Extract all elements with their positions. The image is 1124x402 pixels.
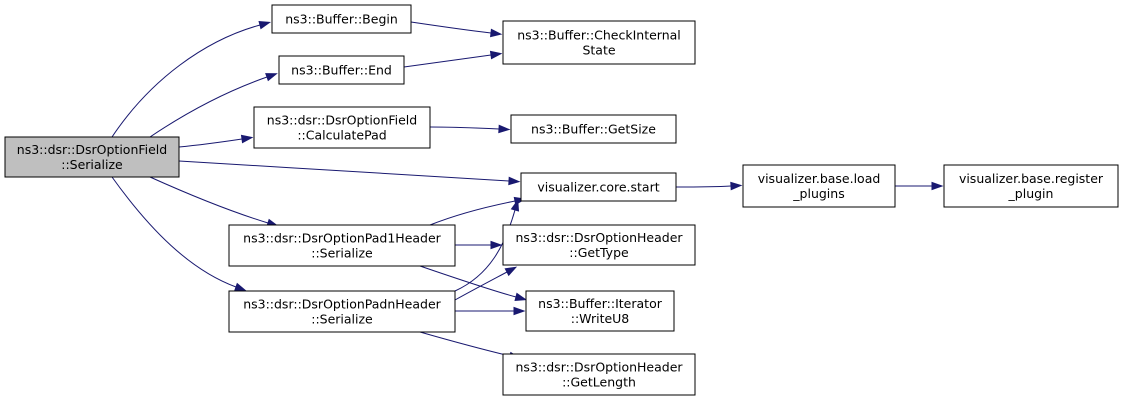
- node-label-line: visualizer.base.register: [959, 171, 1104, 186]
- node-box: [271, 4, 412, 34]
- node-label-line: ns3::dsr::DsrOptionHeader: [515, 230, 683, 245]
- node-label-line: ns3::dsr::DsrOptionField: [267, 113, 417, 128]
- edge-root-to-buf_begin: [111, 20, 272, 138]
- node-label-line: visualizer.base.load: [758, 171, 881, 186]
- edge-buf_end-to-check_internal: [403, 50, 503, 68]
- edge-root-to-buf_end: [149, 73, 278, 138]
- edge-root-to-pad1: [149, 176, 279, 227]
- node-box: [943, 164, 1119, 208]
- edge-root-to-padn: [111, 176, 247, 291]
- node-write-u8[interactable]: ns3::Buffer::Iterator::WriteU8: [525, 290, 675, 332]
- edge-calc_pad-to-get_size: [429, 124, 511, 134]
- node-label-line: ns3::dsr::DsrOptionHeader: [515, 360, 683, 375]
- node-label-line: ::GetLength: [562, 375, 636, 390]
- edge-buf_begin-to-check_internal: [410, 21, 503, 38]
- node-get-type[interactable]: ns3::dsr::DsrOptionHeader::GetType: [502, 224, 696, 266]
- node-box: [4, 136, 180, 178]
- edge-padn-to-vis_start: [454, 198, 520, 292]
- node-box: [228, 290, 456, 333]
- node-box: [525, 290, 675, 332]
- node-calc-pad[interactable]: ns3::dsr::DsrOptionField::CalculatePad: [253, 106, 431, 149]
- node-label-line: ns3::Buffer::Begin: [285, 12, 398, 27]
- node-padn[interactable]: ns3::dsr::DsrOptionPadnHeader::Serialize: [228, 290, 456, 333]
- node-label-line: ::Serialize: [61, 157, 123, 172]
- edge-root-to-vis_start: [178, 160, 521, 186]
- edge-pad1-to-write_u8: [419, 265, 528, 302]
- node-label-line: _plugin: [1008, 186, 1054, 201]
- node-box: [278, 55, 405, 85]
- node-box: [520, 172, 677, 202]
- node-label-line: ::GetType: [569, 245, 629, 260]
- edge-padn-to-get_type: [454, 266, 518, 301]
- node-label-line: ns3::Buffer::Iterator: [538, 296, 663, 311]
- node-label-line: ns3::Buffer::GetSize: [531, 122, 656, 137]
- edge-vis_start-to-load_plugins: [675, 181, 743, 191]
- node-box: [502, 224, 696, 266]
- node-buf-end[interactable]: ns3::Buffer::End: [278, 55, 405, 85]
- node-box: [502, 20, 696, 65]
- node-buf-begin[interactable]: ns3::Buffer::Begin: [271, 4, 412, 34]
- node-get-size[interactable]: ns3::Buffer::GetSize: [510, 114, 677, 144]
- node-vis-start[interactable]: visualizer.core.start: [520, 172, 677, 202]
- node-label-line: ns3::Buffer::CheckInternal: [517, 28, 681, 43]
- node-label-line: ::WriteU8: [571, 311, 630, 326]
- edge-padn-to-write_u8: [455, 306, 526, 316]
- node-box: [510, 114, 677, 144]
- edges-layer: [111, 20, 944, 361]
- edge-root-to-calc_pad: [178, 134, 254, 148]
- node-label-line: State: [582, 43, 615, 58]
- node-label-line: ns3::dsr::DsrOptionPad1Header: [243, 231, 441, 246]
- node-root: ns3::dsr::DsrOptionField::Serialize: [4, 136, 180, 178]
- node-label-line: ns3::dsr::DsrOptionField: [17, 142, 167, 157]
- edge-pad1-to-get_type: [455, 240, 503, 250]
- node-get-length[interactable]: ns3::dsr::DsrOptionHeader::GetLength: [502, 353, 696, 396]
- node-label-line: ns3::Buffer::End: [291, 63, 392, 78]
- node-label-line: _plugins: [792, 186, 844, 201]
- node-box: [253, 106, 431, 149]
- node-box: [228, 224, 456, 267]
- node-label-line: ::Serialize: [311, 246, 373, 261]
- edge-pad1-to-vis_start: [429, 196, 527, 226]
- node-register-plugin[interactable]: visualizer.base.register_plugin: [943, 164, 1119, 208]
- node-label-line: visualizer.core.start: [537, 180, 659, 195]
- nodes-layer: ns3::dsr::DsrOptionField::Serializens3::…: [4, 4, 1119, 396]
- node-label-line: ns3::dsr::DsrOptionPadnHeader: [243, 297, 441, 312]
- node-label-line: ::Serialize: [311, 312, 373, 327]
- node-pad1[interactable]: ns3::dsr::DsrOptionPad1Header::Serialize: [228, 224, 456, 267]
- node-box: [502, 353, 696, 396]
- node-box: [742, 164, 896, 208]
- node-label-line: ::CalculatePad: [297, 128, 386, 143]
- edge-load_plugins-to-register_plugin: [895, 181, 944, 191]
- node-load-plugins[interactable]: visualizer.base.load_plugins: [742, 164, 896, 208]
